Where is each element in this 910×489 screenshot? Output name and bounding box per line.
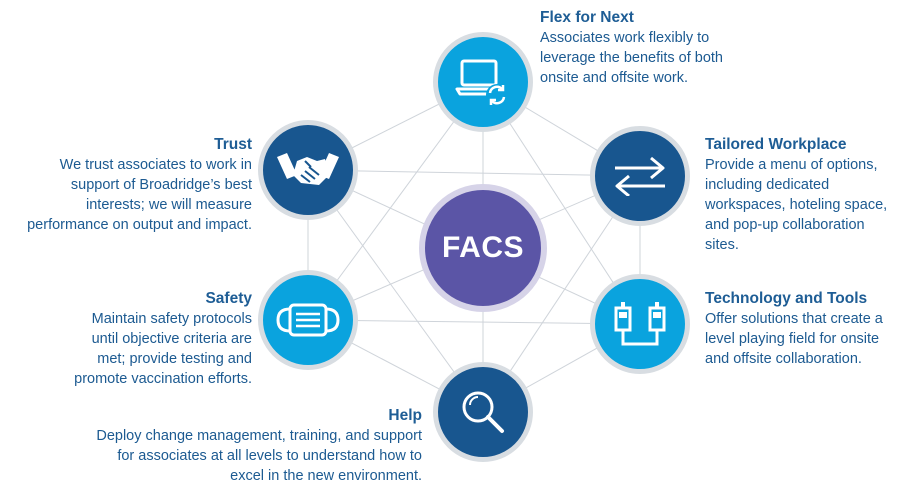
node-trust [258,120,358,220]
body-line: onsite and offsite work. [540,70,689,86]
body-line: promote vaccination efforts. [74,371,252,387]
title-technology-and-tools: Technology and Tools [705,290,868,307]
center-label: FACS [441,231,524,264]
title-flex-for-next: Flex for Next [540,9,634,26]
body-line: performance on output and impact. [27,217,252,233]
body-line: including dedicated [705,177,830,193]
body-line: workspaces, hoteling space, [705,197,888,213]
center-node: FACS [419,184,547,312]
body-line: We trust associates to work in [59,157,252,173]
magnifier-icon [462,391,504,433]
face-mask-icon [276,303,340,337]
body-line: Provide a menu of options, [705,157,878,173]
body-line: met; provide testing and [97,351,252,367]
block-safety: Safety Maintain safety protocols until o… [74,289,252,389]
body-line: for associates at all levels to understa… [117,448,422,464]
title-help: Help [388,407,422,424]
title-safety: Safety [205,290,252,307]
block-flex-for-next: Flex for Next Associates work flexibly t… [540,8,723,88]
two-way-arrows-icon [615,156,665,196]
body-line: until objective criteria are [91,331,252,347]
body-line: Maintain safety protocols [91,311,252,327]
body-line: Deploy change management, training, and … [96,428,422,444]
block-help: Help Deploy change management, training,… [96,406,422,486]
body-line: leverage the benefits of both [540,50,723,66]
block-tailored-workplace: Tailored Workplace Provide a menu of opt… [705,135,887,255]
node-help [433,362,533,462]
laptop-sync-icon [455,59,508,106]
node-flex-for-next [433,32,533,132]
title-tailored-workplace: Tailored Workplace [705,136,847,153]
title-trust: Trust [214,136,252,153]
body-line: and offsite collaboration. [705,351,862,367]
block-trust: Trust We trust associates to work in sup… [27,135,252,235]
node-safety [258,270,358,370]
body-line: and pop-up collaboration [705,217,865,233]
body-line: Associates work flexibly to [540,30,710,46]
handshake-icon [277,153,339,185]
body-line: support of Broadridge’s best [70,177,252,193]
devices-connected-icon [614,302,666,346]
node-technology-and-tools [590,274,690,374]
body-line: excel in the new environment. [230,468,422,484]
body-line: sites. [705,237,739,253]
body-line: interests; we will measure [86,197,252,213]
node-tailored-workplace [590,126,690,226]
block-technology-and-tools: Technology and Tools Offer solutions tha… [705,289,883,369]
body-line: level playing field for onsite [705,331,880,347]
body-line: Offer solutions that create a [705,311,883,327]
